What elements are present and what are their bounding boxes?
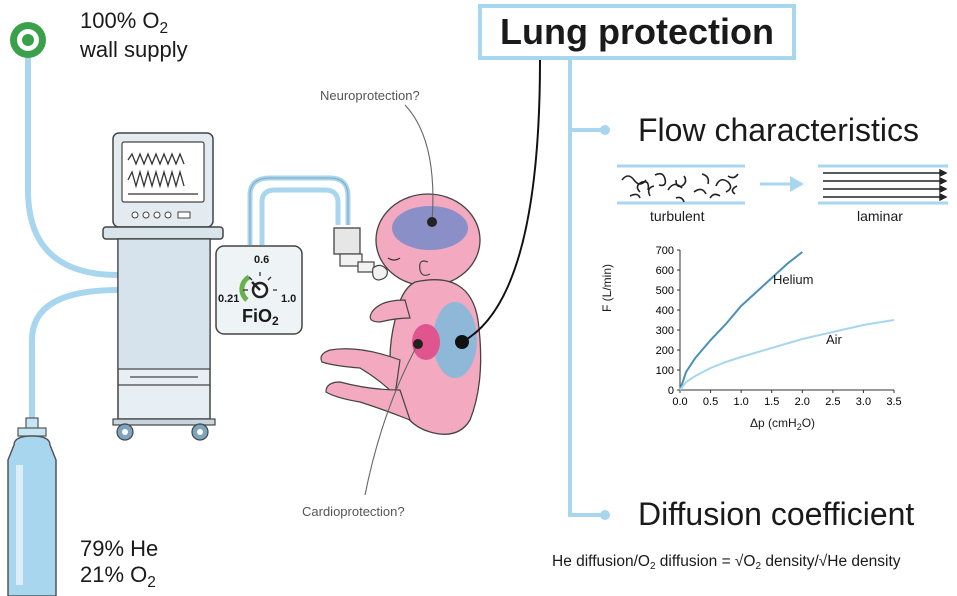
page-title-text: Lung protection <box>500 11 774 52</box>
o2-supply-line2: wall supply <box>80 37 188 62</box>
fio2-tick-high: 1.0 <box>281 293 297 305</box>
diffusion-branch-dot <box>600 510 610 520</box>
x-tick-label: 1.5 <box>764 396 779 408</box>
brain-region <box>392 206 468 250</box>
x-tick-label: 3.0 <box>856 396 871 408</box>
laminar-flow-icon <box>818 164 948 205</box>
neuro-pointer-line <box>404 104 434 223</box>
infant-illustration <box>320 193 482 435</box>
heliox-line2: 21% O <box>80 562 148 587</box>
heliox-supply-tube <box>29 287 119 425</box>
x-tick-label: 0.5 <box>703 396 718 408</box>
chart-x-label-suffix: O) <box>801 416 816 430</box>
gas-cylinder-icon <box>7 417 57 596</box>
page-title: Lung protection <box>478 4 796 60</box>
diffusion-section-title: Diffusion coefficient <box>638 496 915 532</box>
laminar-label: laminar <box>857 208 903 224</box>
fio2-tick-mid: 0.6 <box>254 254 270 266</box>
wall-outlet-icon <box>10 22 46 58</box>
lung-pointer-line <box>461 59 541 343</box>
lung-region <box>433 302 477 378</box>
y-tick-label: 0 <box>668 385 674 397</box>
heliox-subscript: 2 <box>147 574 156 591</box>
chart-x-axis-label: Δp (cmH2O) <box>750 416 816 432</box>
formula-mid: diffusion = √O <box>655 553 756 570</box>
y-tick-label: 700 <box>656 245 674 257</box>
y-tick-label: 100 <box>656 365 674 377</box>
air-series-label: Air <box>826 332 842 347</box>
y-tick-label: 300 <box>656 325 674 337</box>
x-tick-label: 0.0 <box>672 396 687 408</box>
y-tick-label: 500 <box>656 285 674 297</box>
fio2-label: FiO2 <box>242 306 279 328</box>
y-tick-label: 200 <box>656 345 674 357</box>
formula-sub1: 2 <box>649 561 656 572</box>
branch-line <box>568 60 605 517</box>
x-tick-label: 1.0 <box>733 396 748 408</box>
helium-series-line <box>679 251 803 391</box>
y-piece-connector-icon <box>333 227 375 273</box>
air-series-line <box>679 319 895 391</box>
helium-series-label: Helium <box>773 272 814 287</box>
chart-y-axis-label: F (L/min) <box>600 264 614 312</box>
turbulent-label: turbulent <box>650 208 705 224</box>
x-tick-label: 2.5 <box>825 396 840 408</box>
neuroprotection-label: Neuroprotection? <box>320 88 420 103</box>
turbulent-flow-icon <box>617 164 745 205</box>
x-tick-label: 2.0 <box>795 396 810 408</box>
o2-supply-tube <box>25 40 119 278</box>
fio2-label-text: FiO <box>242 306 272 326</box>
formula-prefix: He diffusion/O <box>552 553 650 570</box>
heliox-line1: 79% He <box>80 536 159 561</box>
diffusion-formula: He diffusion/O2 diffusion = √O2 density/… <box>552 553 901 572</box>
fio2-tick-low: 0.21 <box>218 293 240 305</box>
fio2-dial <box>215 245 303 335</box>
chart-x-label-sub: 2 <box>796 422 802 432</box>
flow-pressure-chart: 0.0 0.5 1.0 1.5 2.0 2.5 3.0 3.5 0 100 200 300 400 500… <box>656 245 902 408</box>
cardio-pointer-line <box>364 343 419 496</box>
o2-supply-line1: 100% O <box>80 8 160 33</box>
cardioprotection-label: Cardioprotection? <box>302 504 405 519</box>
heliox-supply-label: 79% He 21% O2 <box>80 536 158 591</box>
x-tick-label: 3.5 <box>886 396 901 408</box>
chart-x-label-prefix: Δp (cmH <box>750 416 797 430</box>
formula-sub2: 2 <box>755 561 762 572</box>
o2-supply-label: 100% O2 wall supply <box>80 8 188 63</box>
heart-region <box>412 324 440 360</box>
fio2-label-sub: 2 <box>272 314 279 328</box>
y-tick-label: 600 <box>656 265 674 277</box>
o2-supply-subscript: 2 <box>159 20 169 37</box>
flow-branch-dot <box>600 125 610 135</box>
ventilator-icon <box>102 132 224 441</box>
right-arrow-icon <box>760 176 804 192</box>
y-tick-label: 400 <box>656 305 674 317</box>
formula-suffix: density/√He density <box>761 553 901 570</box>
breathing-tube-inner <box>259 187 341 245</box>
flow-section-title: Flow characteristics <box>638 112 919 148</box>
